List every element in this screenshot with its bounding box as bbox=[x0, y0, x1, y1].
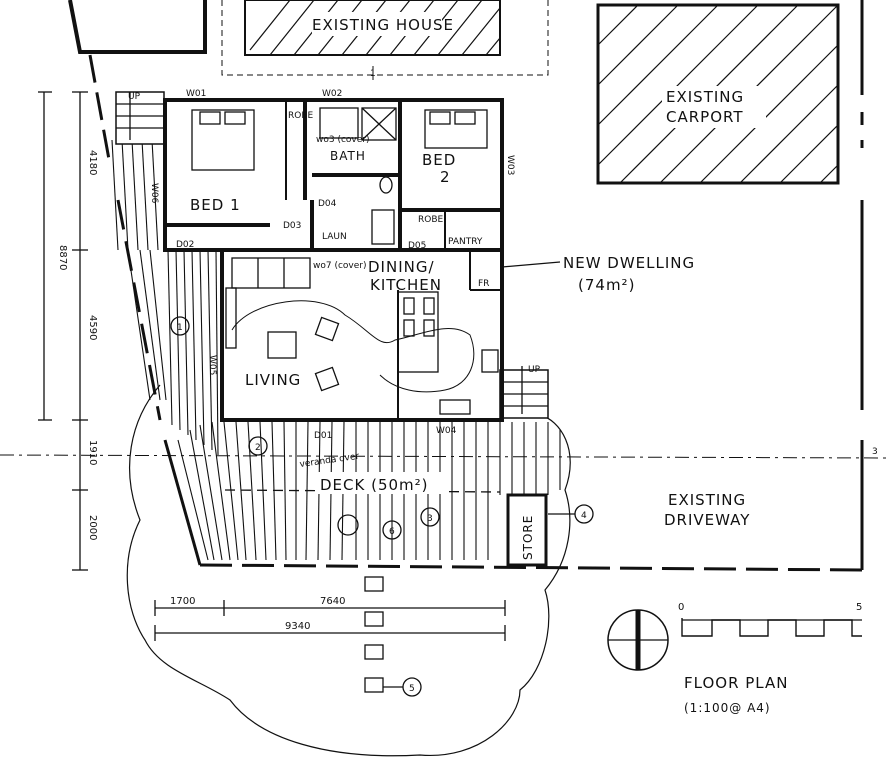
driveway-label-2: DRIVEWAY bbox=[664, 511, 750, 529]
dim-2000: 2000 bbox=[87, 515, 98, 540]
tag-d01: D01 bbox=[314, 431, 332, 441]
svg-text:5: 5 bbox=[409, 684, 415, 694]
title-scale: (1:100@ A4) bbox=[684, 701, 771, 715]
title-floor-plan: FLOOR PLAN bbox=[684, 674, 788, 692]
marker-1: 1 bbox=[170, 316, 190, 336]
tag-d02: D02 bbox=[176, 240, 194, 250]
marker-6: 6 bbox=[382, 520, 402, 540]
tag-d03: D03 bbox=[283, 221, 301, 231]
carport-label-1: EXISTING bbox=[666, 88, 744, 106]
dim-4590: 4590 bbox=[87, 315, 98, 340]
dim-8870: 8870 bbox=[57, 245, 68, 270]
existing-house-label: EXISTING HOUSE bbox=[312, 16, 454, 34]
room-bed-2-num: 2 bbox=[440, 168, 451, 186]
scale-bar: 0 5 bbox=[678, 602, 862, 637]
room-bed-2: BED bbox=[422, 151, 456, 169]
svg-text:6: 6 bbox=[389, 527, 395, 537]
vertical-dimensions: 8870 4180 4590 1910 2000 bbox=[38, 91, 98, 571]
scale-end: 5 bbox=[856, 602, 862, 613]
dim-7640: 7640 bbox=[320, 596, 345, 607]
robe-bed-2: ROBE bbox=[418, 215, 444, 225]
garden-outline bbox=[126, 384, 571, 757]
tag-w04: W04 bbox=[436, 426, 457, 436]
svg-text:2: 2 bbox=[255, 443, 261, 453]
scale-start: 0 bbox=[678, 602, 684, 613]
room-living: LIVING bbox=[245, 371, 301, 389]
tag-d05: D05 bbox=[408, 241, 426, 251]
room-laundry: LAUN bbox=[322, 232, 347, 242]
existing-driveway: EXISTING DRIVEWAY bbox=[664, 491, 750, 529]
horizontal-dimensions: 1700 7640 9340 bbox=[154, 594, 506, 641]
room-deck: DECK (50m²) bbox=[320, 476, 429, 494]
dim-1700: 1700 bbox=[170, 596, 195, 607]
tag-w02: W02 bbox=[322, 89, 342, 99]
carport-label-2: CARPORT bbox=[666, 108, 744, 126]
marker-3: 3 bbox=[420, 507, 440, 527]
tag-d04: D04 bbox=[318, 199, 337, 209]
marker-5: 5 bbox=[402, 677, 422, 697]
room-store: STORE bbox=[521, 515, 535, 560]
svg-text:3: 3 bbox=[427, 514, 433, 524]
existing-house: EXISTING HOUSE 1 bbox=[221, 0, 549, 80]
tag-w01: W01 bbox=[186, 89, 206, 99]
robe-bed-1: ROBE bbox=[288, 111, 314, 121]
drawing-title: FLOOR PLAN (1:100@ A4) bbox=[684, 674, 788, 715]
svg-text:4: 4 bbox=[581, 511, 587, 521]
tag-w05: W05 bbox=[207, 355, 217, 375]
svg-text:1: 1 bbox=[177, 323, 183, 333]
room-dining: DINING/ bbox=[368, 258, 435, 276]
new-dwelling-label: NEW DWELLING bbox=[563, 254, 695, 272]
new-dwelling-area: (74m²) bbox=[578, 276, 635, 294]
fridge-label: FR bbox=[478, 279, 489, 289]
room-bath: BATH bbox=[330, 149, 366, 163]
dim-4180: 4180 bbox=[87, 150, 98, 175]
furniture bbox=[191, 107, 499, 693]
steps-top-left: UP bbox=[115, 91, 165, 145]
driveway-label-1: EXISTING bbox=[668, 491, 746, 509]
site-boundary bbox=[88, 54, 863, 572]
circled-markers: 1 2 3 4 5 6 bbox=[170, 316, 594, 697]
gridline bbox=[0, 454, 886, 459]
room-labels: BED 1 BED 2 BATH LAUN PANTRY ROBE ROBE F… bbox=[190, 111, 535, 560]
room-kitchen: KITCHEN bbox=[370, 276, 442, 294]
new-dwelling-callout: NEW DWELLING (74m²) bbox=[501, 254, 695, 294]
note-wo3-cover: wo3 (cover) bbox=[316, 135, 370, 145]
dim-9340: 9340 bbox=[285, 621, 310, 632]
marker-2: 2 bbox=[248, 436, 268, 456]
up-label-top: UP bbox=[128, 92, 141, 102]
building-walls bbox=[163, 98, 548, 567]
tree-outline bbox=[231, 300, 475, 393]
steps-right: UP bbox=[499, 365, 549, 419]
north-arrow bbox=[607, 609, 669, 671]
marker-4: 4 bbox=[574, 504, 594, 524]
note-wo7-cover: wo7 (cover) bbox=[313, 261, 367, 271]
boundary-fragment bbox=[68, 0, 207, 54]
tag-w03: W03 bbox=[505, 155, 515, 175]
gridline-marker-3: 3 bbox=[872, 447, 878, 457]
existing-carport: EXISTING CARPORT bbox=[596, 3, 840, 185]
note-veranda: veranda over bbox=[299, 452, 360, 470]
tag-w06: W06 bbox=[149, 183, 159, 204]
dim-1910: 1910 bbox=[87, 440, 98, 465]
gridline-marker-1: 1 bbox=[370, 69, 376, 79]
up-label-right: UP bbox=[528, 365, 541, 375]
room-bed-1: BED 1 bbox=[190, 196, 241, 214]
room-pantry: PANTRY bbox=[448, 237, 483, 247]
